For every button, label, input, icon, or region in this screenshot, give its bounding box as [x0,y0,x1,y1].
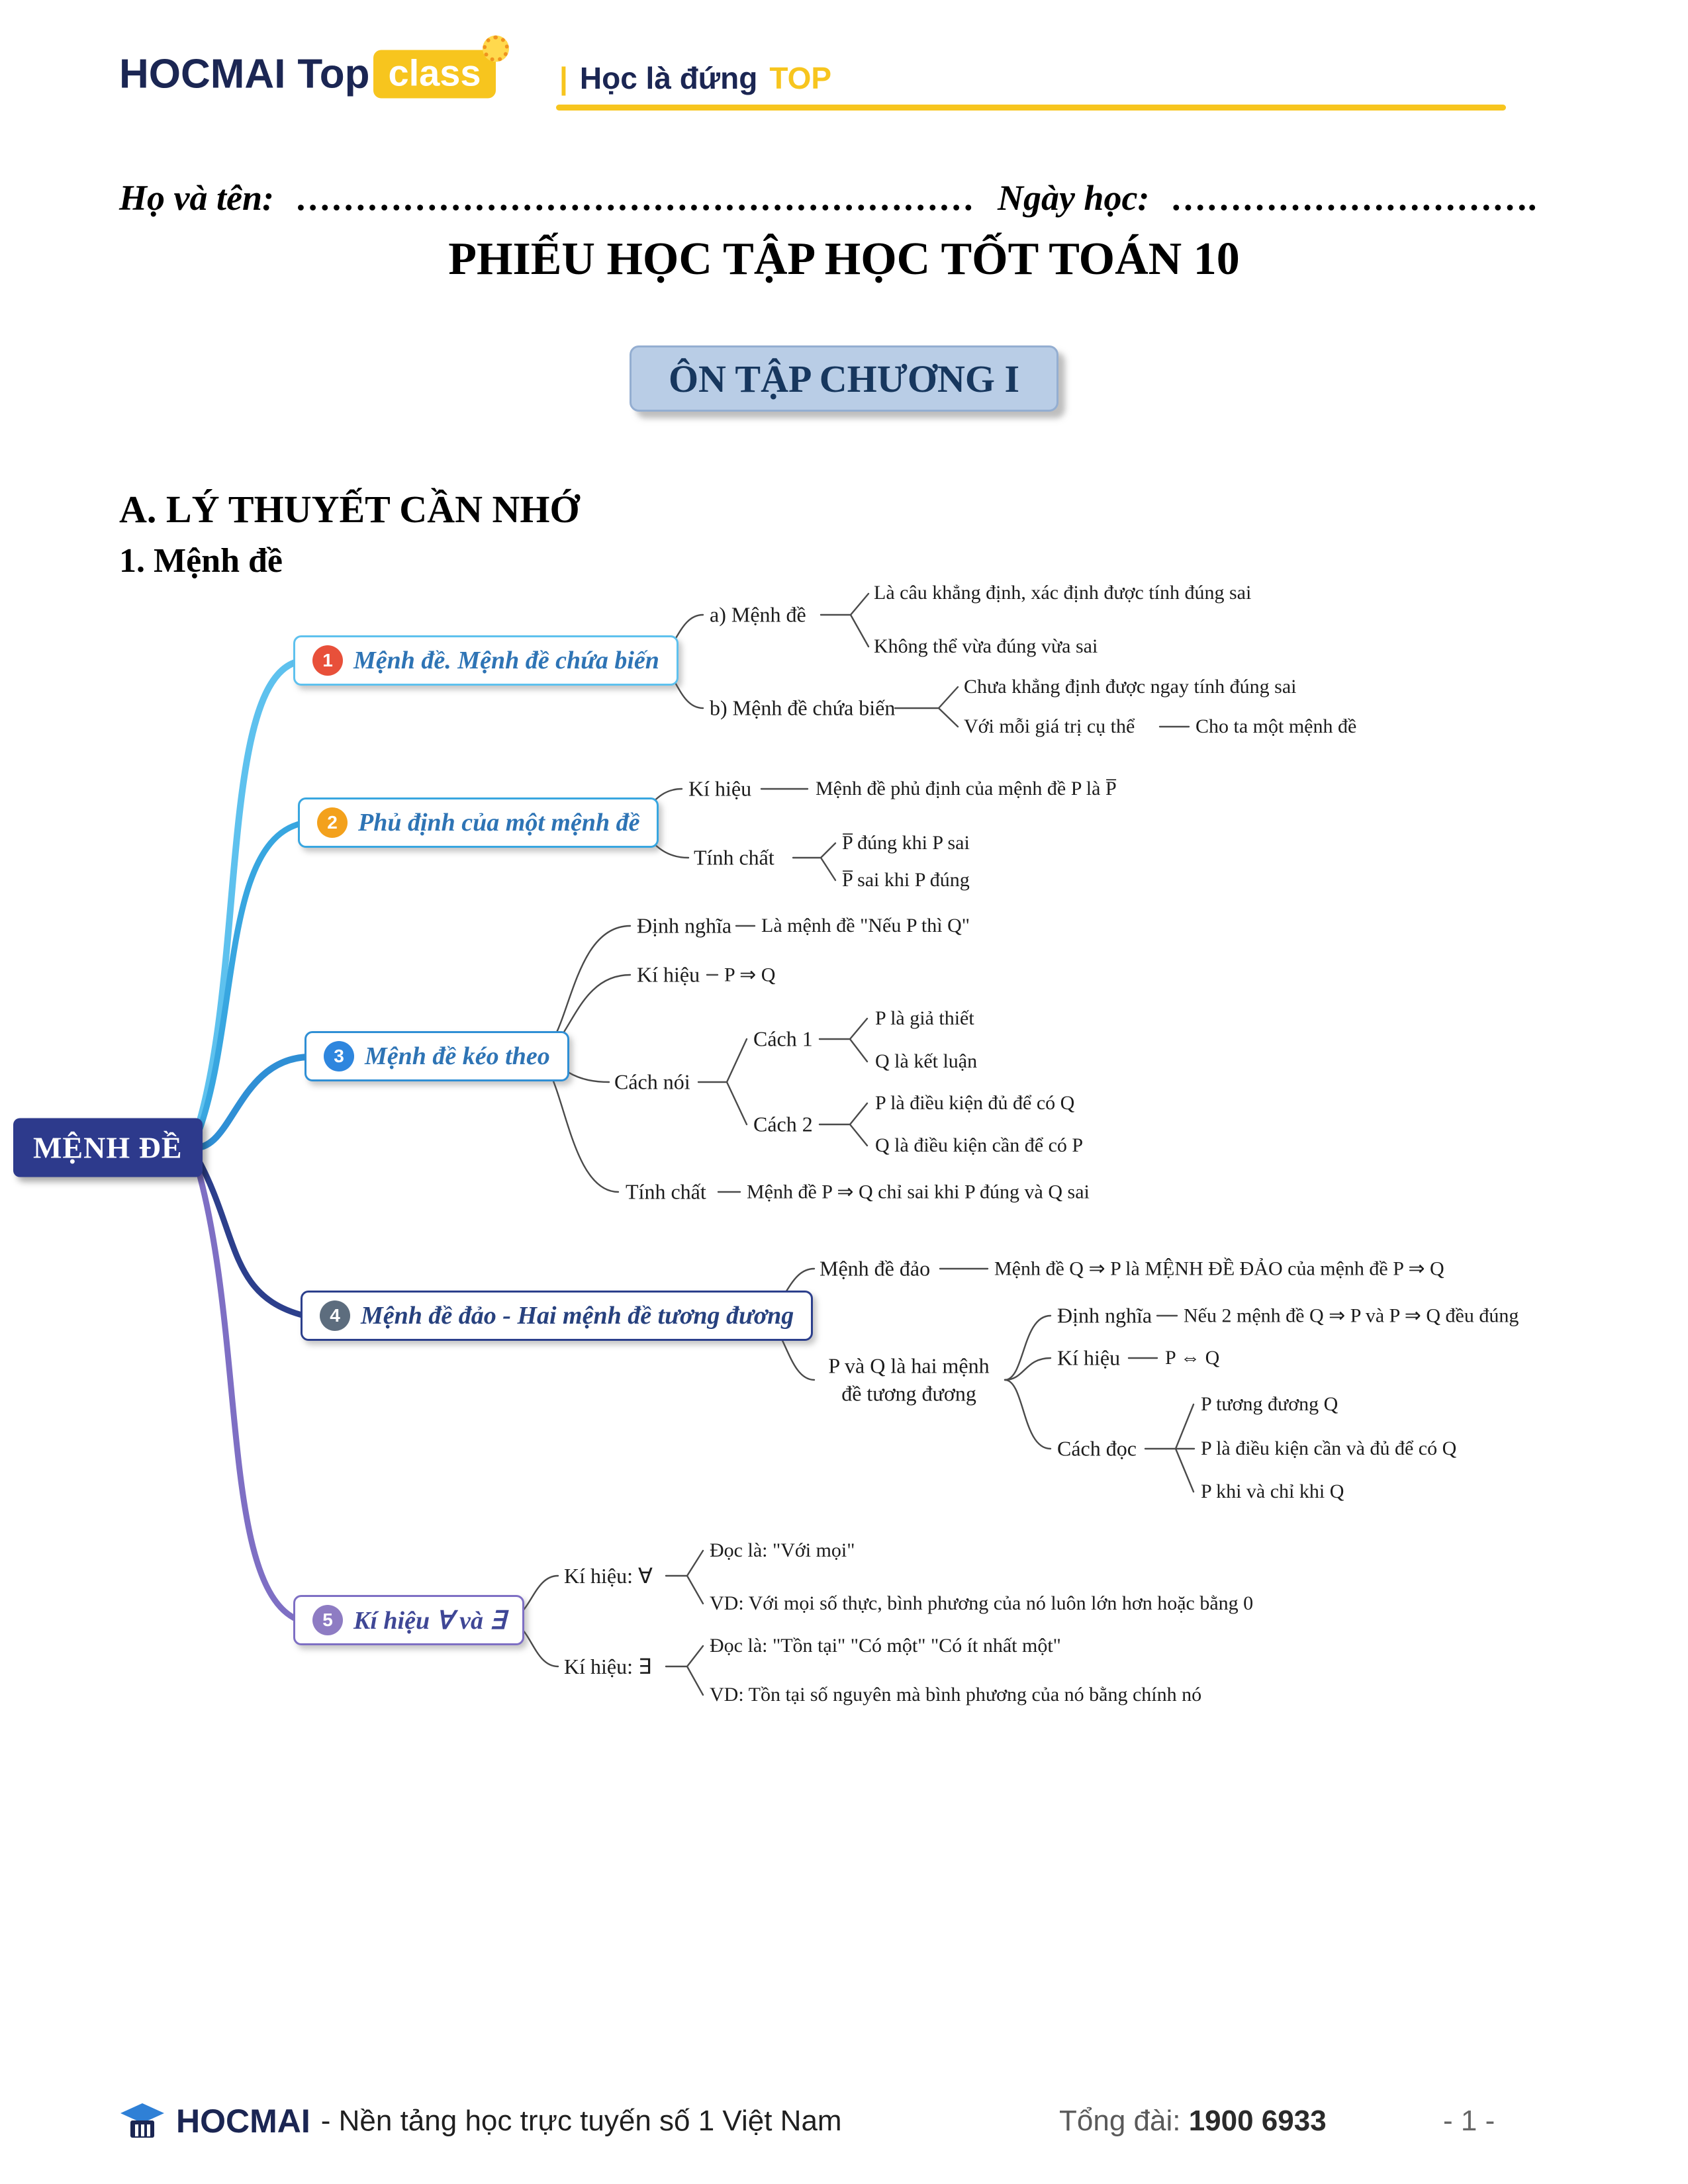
b3-leaf-c2a: P là điều kiện đủ để có Q [875,1092,1075,1114]
gear-icon [482,35,509,62]
footer-hotline: Tổng đài: 1900 6933 [1059,2105,1327,2138]
logo-class-chip: class [373,35,509,99]
b2-leaf-tc2: P̅ sai khi P đúng [842,869,970,891]
b5-leaf-fa2: VD: Với mọi số thực, bình phương của nó … [710,1592,1254,1614]
b3-label-cach1: Cách 1 [753,1026,813,1051]
b5-leaf-fa1: Đọc là: "Với mọi" [710,1539,855,1561]
b2-label-tinhchat: Tính chất [694,845,774,870]
node-4-title: Mệnh đề đảo - Hai mệnh đề tương đương [361,1302,794,1330]
b1-leaf-b3: Cho ta một mệnh đề [1196,715,1357,737]
student-info-line: Họ và tên: ………………………………………………… Ngày học:… [119,177,1538,218]
b4-dinhnghia-value: Nếu 2 mệnh đề Q ⇒ P và P ⇒ Q đều đúng [1184,1304,1519,1327]
b1-leaf-b1: Chưa khẳng định được ngay tính đúng sai [964,676,1297,698]
mindmap-node-2: 2 Phủ định của một mệnh đề [298,797,659,848]
node-3-title: Mệnh đề kéo theo [365,1042,550,1070]
b2-leaf-tc1: P̅ đúng khi P sai [842,832,970,854]
node-3-number-badge: 3 [324,1041,354,1071]
chapter-badge: ÔN TẬP CHƯƠNG I [630,345,1058,412]
b4-label-cachdoc: Cách đọc [1057,1436,1137,1461]
b1-leaf-a1: Là câu khẳng định, xác định được tính đú… [874,582,1252,604]
b2-kihieu-value: Mệnh đề phủ định của mệnh đề P là P̅ [816,778,1117,799]
header-tagline: | Học là đứng TOP [559,60,831,96]
b1-leaf-a2: Không thể vừa đúng vừa sai [874,635,1098,657]
tagline-top: TOP [769,61,832,95]
logo-class-label: class [388,52,481,94]
b4-kihieu-value: P ⇔ Q [1165,1347,1220,1369]
mindmap-node-4: 4 Mệnh đề đảo - Hai mệnh đề tương đương [301,1291,814,1341]
b4-dao-value: Mệnh đề Q ⇒ P là MỆNH ĐỀ ĐẢO của mệnh đề… [994,1257,1444,1280]
mindmap-node-1: 1 Mệnh đề. Mệnh đề chứa biến [293,635,679,686]
b3-leaf-c1b: Q là kết luận [875,1050,978,1072]
b1-label-a: a) Mệnh đề [710,602,806,627]
b5-leaf-ex1: Đọc là: "Tồn tại" "Có một" "Có ít nhất m… [710,1635,1061,1657]
b5-label-forall: Kí hiệu: ∀ [564,1564,653,1588]
tagline-bar: | [559,61,568,95]
hotline-number: 1900 6933 [1188,2105,1327,2137]
node-5-title: Kí hiệu ∀ và ∃ [353,1606,506,1635]
hocmai-logo: HOCMAI Top class [119,35,509,99]
node-1-title: Mệnh đề. Mệnh đề chứa biến [353,647,659,674]
mindmap-node-3: 3 Mệnh đề kéo theo [305,1031,569,1081]
date-label: Ngày học: [997,178,1150,218]
date-blank: …………………………. [1171,178,1538,218]
b4-label-dinhnghia: Định nghĩa [1057,1303,1152,1328]
mindmap-root-node: MỆNH ĐỀ [13,1118,203,1177]
graduation-cap-icon [120,2103,164,2138]
b3-tinhchat-value: Mệnh đề P ⇒ Q chỉ sai khi P đúng và Q sa… [747,1181,1090,1203]
b3-label-cach2: Cách 2 [753,1112,813,1136]
b4-label-kihieu: Kí hiệu [1057,1345,1121,1370]
section-1-heading: 1. Mệnh đề [119,542,283,580]
b3-leaf-c1a: P là giả thiết [875,1007,974,1029]
b3-kihieu-value: P ⇒ Q [724,964,776,986]
hotline-label: Tổng đài: [1059,2105,1181,2137]
b3-dinhnghia-value: Là mệnh đề "Nếu P thì Q" [761,915,970,936]
footer-brand-block: HOCMAI - Nền tảng học trực tuyến số 1 Vi… [119,2102,842,2140]
page-number: - 1 - [1443,2105,1495,2137]
b3-label-kihieu: Kí hiệu [637,962,700,987]
b1-label-b: b) Mệnh đề chứa biến [710,696,896,720]
mindmap-node-5: 5 Kí hiệu ∀ và ∃ [293,1595,525,1645]
b3-label-tinhchat: Tính chất [626,1179,706,1204]
b3-label-cachnoi: Cách nói [614,1069,690,1094]
b4-leaf-cd1: P tương đương Q [1201,1393,1338,1415]
b1-leaf-b2: Với mỗi giá trị cụ thể [964,715,1135,737]
b3-label-dinhnghia: Định nghĩa [637,913,732,938]
tagline-text: Học là đứng [579,61,758,95]
node-1-number-badge: 1 [312,645,343,676]
name-label: Họ và tên: [119,178,274,218]
b2-label-kihieu: Kí hiệu [688,776,752,801]
b3-leaf-c2b: Q là điều kiện cần để có P [875,1134,1084,1156]
header-underline [556,105,1506,111]
b4-label-tuongduong: P và Q là hai mệnh đề tương đương [828,1353,990,1405]
b5-leaf-ex2: VD: Tồn tại số nguyên mà bình phương của… [710,1684,1202,1706]
node-2-title: Phủ định của một mệnh đề [358,809,640,837]
section-a-heading: A. LÝ THUYẾT CẦN NHỚ [119,488,580,531]
node-4-number-badge: 4 [320,1300,350,1331]
b4-label-dao: Mệnh đề đảo [820,1256,931,1281]
footer-tagline: - Nền tảng học trực tuyến số 1 Việt Nam [320,2105,842,2137]
node-2-number-badge: 2 [317,807,348,838]
logo-text-hocmai: HOCMAI [119,51,286,97]
b5-label-exists: Kí hiệu: ∃ [564,1655,652,1678]
name-blank: ………………………………………………… [296,178,976,218]
b4-leaf-cd2: P là điều kiện cần và đủ để có Q [1201,1437,1457,1459]
logo-text-top: Top [297,51,370,97]
footer-brand: HOCMAI [176,2103,310,2140]
node-5-number-badge: 5 [312,1605,343,1635]
b4-leaf-cd3: P khi và chỉ khi Q [1201,1480,1344,1502]
page-title: PHIẾU HỌC TẬP HỌC TỐT TOÁN 10 [448,234,1240,285]
